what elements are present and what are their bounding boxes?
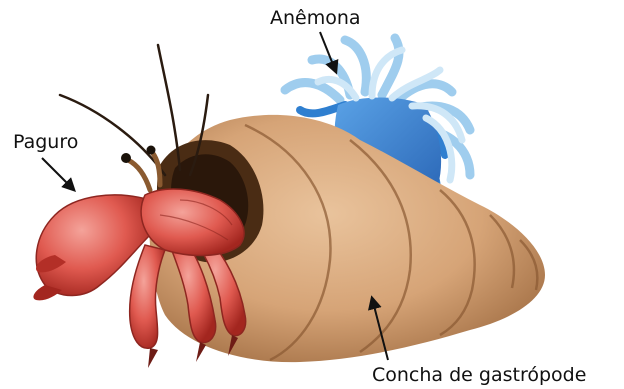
hermit-crab-label: Paguro bbox=[13, 133, 78, 152]
gastropod-shell-label: Concha de gastrópode bbox=[372, 366, 586, 385]
anemone-label: Anêmona bbox=[270, 9, 361, 28]
anemone-arrow bbox=[320, 32, 336, 72]
hermit-crab-illustration bbox=[33, 45, 245, 368]
hermit-crab-arrow bbox=[42, 158, 74, 190]
